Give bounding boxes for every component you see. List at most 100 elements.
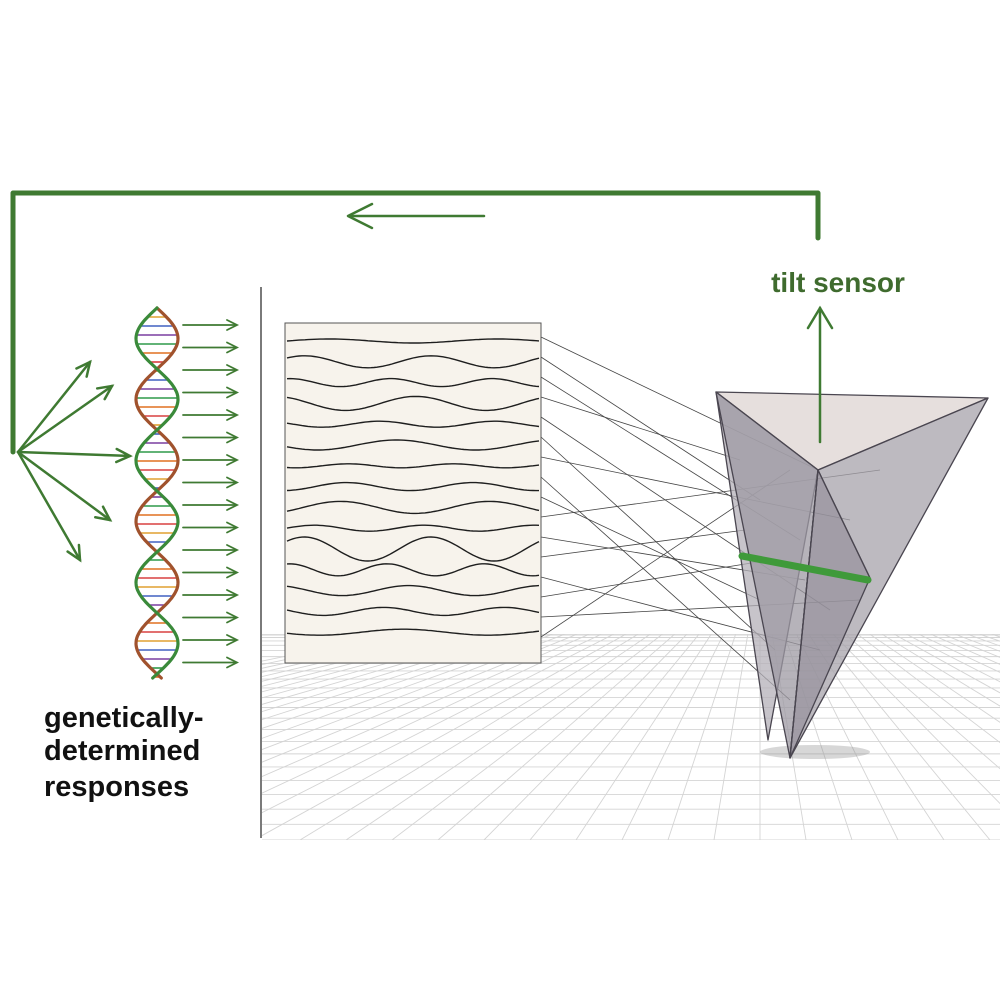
floor-grid-line — [917, 634, 1000, 673]
fan-arrow-line — [16, 384, 114, 454]
body-shadow — [760, 745, 870, 759]
response-wave — [286, 338, 540, 344]
floor-grid-line — [713, 634, 749, 840]
floor-grid-line — [832, 634, 1000, 805]
response-wave — [286, 500, 540, 515]
floor-grid-line — [262, 634, 505, 705]
floor-grid-line — [844, 634, 1000, 770]
response-arrowhead — [226, 364, 240, 376]
floor-grid-line — [893, 634, 1000, 694]
response-arrowhead — [226, 409, 240, 421]
up-arrow-icon — [806, 305, 834, 444]
waveform-panel — [284, 322, 542, 664]
floor-grid-line — [621, 634, 724, 840]
floor-grid-line — [881, 634, 1000, 707]
floor-grid-line — [262, 634, 542, 729]
floor-grid-line — [575, 634, 712, 840]
fan-arrow-line — [16, 450, 132, 458]
floor-grid-line — [262, 634, 481, 693]
response-waves — [286, 338, 540, 636]
response-arrowhead — [226, 589, 240, 601]
pyramid-body-icon — [715, 391, 989, 759]
response-arrowhead — [226, 656, 240, 669]
floor-grid-line — [262, 634, 469, 687]
response-arrowhead — [226, 566, 240, 579]
connection-line — [540, 356, 761, 501]
response-arrowhead — [226, 319, 240, 331]
floor-grid-line — [262, 634, 566, 750]
fan-arrow-line — [16, 450, 112, 522]
floor-grid-line — [262, 634, 530, 721]
response-arrowhead — [226, 386, 240, 399]
response-wave — [286, 355, 540, 369]
fan-arrowhead — [95, 384, 115, 401]
gene-response-arrows — [182, 319, 240, 669]
response-arrowhead — [226, 611, 240, 624]
floor-grid-line — [262, 634, 457, 682]
response-arrowhead — [226, 341, 240, 354]
connection-line — [540, 436, 776, 651]
response-arrowhead — [226, 521, 240, 534]
floor-grid-line — [262, 634, 517, 713]
fan-arrowhead — [66, 543, 82, 563]
response-wave — [286, 420, 540, 428]
fan-arrow-line — [16, 450, 82, 562]
response-wave — [286, 463, 540, 469]
response-wave — [286, 628, 540, 636]
response-wave — [286, 439, 540, 451]
floor-grid-line — [856, 634, 1000, 744]
response-wave — [286, 563, 540, 577]
response-arrowhead — [226, 454, 240, 466]
response-wave — [286, 606, 540, 617]
floor-grid-line — [345, 634, 651, 840]
response-arrowhead — [226, 634, 240, 646]
fan-arrows — [16, 359, 133, 563]
connection-lines — [540, 336, 881, 701]
tilt-sensor-band — [738, 552, 872, 584]
response-wave — [286, 481, 539, 492]
floor-grid-line — [262, 634, 432, 673]
connection-line — [540, 476, 791, 701]
response-arrowhead — [226, 499, 240, 511]
floor-grid-line — [262, 634, 603, 794]
tilt-sensor-label: tilt sensor — [771, 267, 905, 298]
response-arrowhead — [226, 476, 240, 489]
floor-grid-line — [262, 634, 590, 778]
fan-arrowhead — [94, 505, 113, 522]
floor-grid-line — [869, 634, 1000, 723]
floor-grid-line — [391, 634, 664, 840]
response-wave — [286, 584, 540, 597]
response-wave — [286, 536, 540, 562]
floor-grid-line — [820, 634, 991, 840]
floor-grid-line — [262, 634, 578, 763]
body-edge-right — [817, 469, 871, 579]
feedback-loop-line — [10, 190, 821, 455]
floor-grid-line — [529, 634, 700, 840]
response-wave — [286, 524, 540, 532]
floor-grid-line — [667, 634, 737, 840]
connection-line — [540, 529, 746, 558]
connection-line — [540, 496, 761, 601]
response-arrowhead — [226, 544, 240, 556]
responses-label-line1: genetically- — [44, 702, 204, 734]
fan-arrowhead — [75, 359, 92, 378]
floor-grid-line — [483, 634, 688, 840]
floor-grid-line — [905, 634, 1000, 683]
response-wave — [286, 377, 540, 388]
connection-line — [540, 559, 771, 598]
dna-strand — [134, 306, 180, 680]
floor-grid-line — [262, 634, 493, 699]
dna-helix-icon — [134, 306, 180, 680]
response-arrowhead — [226, 431, 240, 444]
responses-label-line2: determined — [44, 735, 200, 767]
floor-grid-line — [437, 634, 676, 840]
floor-grid-line — [262, 634, 445, 678]
feedback-loop-arrow — [10, 190, 821, 455]
feedback-direction-arrowhead — [346, 202, 374, 230]
fan-arrow-line — [16, 360, 92, 454]
floor-grid-line — [262, 634, 627, 837]
connection-line — [540, 396, 741, 461]
body-edge-front — [789, 469, 819, 759]
responses-label-line3: responses — [44, 771, 189, 803]
